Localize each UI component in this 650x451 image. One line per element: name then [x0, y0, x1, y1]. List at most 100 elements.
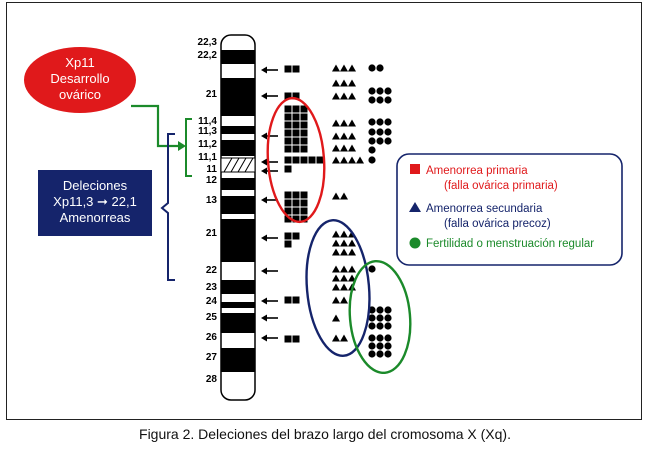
deletion-arrowhead — [261, 297, 267, 305]
circle-symbol — [384, 137, 392, 145]
legend-secondary-triangle — [409, 202, 421, 212]
circle-symbol — [384, 314, 392, 322]
deletion-arrowhead — [261, 334, 267, 342]
circle-symbol — [368, 334, 376, 342]
xp11-line2: Desarrollo — [50, 71, 109, 86]
band-labels: 22,322,22111,411,311,211,111121321222324… — [198, 37, 218, 385]
triangle-symbol — [348, 265, 356, 273]
legend-fertility-circle — [409, 237, 421, 249]
circle-symbol — [376, 322, 384, 330]
triangle-symbol — [332, 314, 340, 322]
square-symbol — [284, 121, 292, 129]
band-25 — [221, 313, 255, 333]
square-symbol — [284, 145, 292, 153]
circle-symbol — [368, 265, 376, 273]
band-label: 22,3 — [198, 37, 218, 48]
square-symbol — [316, 156, 324, 164]
figure-frame — [6, 2, 642, 420]
band-label: 11 — [206, 164, 217, 175]
band-21-p — [221, 78, 255, 116]
circle-symbol — [368, 118, 376, 126]
square-symbol — [284, 215, 292, 223]
band-label: 13 — [206, 195, 218, 206]
legend: Amenorrea primaria (falla ovárica primar… — [396, 153, 623, 266]
circle-symbol — [384, 87, 392, 95]
triangle-symbol — [348, 132, 356, 140]
square-symbol — [300, 207, 308, 215]
triangle-symbol — [340, 64, 348, 72]
square-symbol — [284, 191, 292, 199]
circle-symbol — [384, 128, 392, 136]
square-symbol — [292, 335, 300, 343]
circle-symbol — [384, 96, 392, 104]
navy-brace — [160, 133, 175, 281]
band-12 — [221, 178, 255, 190]
circle-symbol — [368, 146, 376, 154]
deletions-line3: Amenorreas — [60, 210, 131, 225]
square-symbol — [292, 121, 300, 129]
square-symbol — [284, 113, 292, 121]
triangle-symbol — [340, 132, 348, 140]
square-symbol — [300, 121, 308, 129]
circle-symbol — [368, 342, 376, 350]
circle-symbol — [368, 87, 376, 95]
band-label: 24 — [206, 296, 218, 307]
deletion-arrowhead — [261, 167, 267, 175]
square-symbol — [292, 145, 300, 153]
square-symbol — [284, 296, 292, 304]
circle-symbol — [368, 350, 376, 358]
circle-symbol — [376, 350, 384, 358]
square-symbol — [300, 145, 308, 153]
square-symbol — [284, 92, 292, 100]
band-label: 11,4 — [198, 116, 217, 127]
navy-ellipse — [305, 219, 371, 357]
circle-symbol — [376, 96, 384, 104]
circle-symbol — [368, 128, 376, 136]
triangle-symbol — [332, 192, 340, 200]
centromere-hatch — [223, 157, 254, 173]
triangle-symbol — [340, 334, 348, 342]
band-label: 27 — [206, 352, 218, 363]
circle-symbol — [376, 128, 384, 136]
triangle-symbol — [332, 283, 340, 291]
green-arrowhead — [178, 141, 186, 151]
triangle-symbol — [340, 296, 348, 304]
circle-symbol — [384, 342, 392, 350]
square-symbol — [300, 199, 308, 207]
square-symbol — [284, 137, 292, 145]
deletion-arrowhead — [261, 267, 267, 275]
triangle-symbol — [340, 92, 348, 100]
xp11-ellipse — [24, 47, 136, 113]
band-label: 11,2 — [198, 139, 217, 150]
band-24 — [221, 302, 255, 308]
triangle-symbol — [332, 79, 340, 87]
circle-symbol — [376, 64, 384, 72]
band-11-2 — [221, 140, 255, 156]
triangle-symbol — [348, 119, 356, 127]
triangle-symbol — [340, 283, 348, 291]
triangle-symbol — [332, 239, 340, 247]
square-symbol — [284, 65, 292, 73]
deletions-box — [38, 170, 152, 236]
red-ellipse — [266, 96, 326, 224]
square-symbol — [292, 199, 300, 207]
triangle-symbol — [332, 334, 340, 342]
triangle-symbol — [340, 239, 348, 247]
triangle-symbol — [348, 64, 356, 72]
square-symbol — [284, 240, 292, 248]
circle-symbol — [368, 96, 376, 104]
band-11-4 — [221, 126, 255, 134]
square-symbol — [284, 165, 292, 173]
triangle-symbol — [340, 248, 348, 256]
band-label: 28 — [206, 374, 218, 385]
circle-symbol — [376, 314, 384, 322]
triangle-symbol — [340, 265, 348, 273]
triangle-symbol — [332, 156, 340, 164]
triangle-symbol — [348, 156, 356, 164]
figure-caption: Figura 2. Deleciones del brazo largo del… — [139, 426, 511, 442]
circle-symbol — [384, 334, 392, 342]
deletion-arrowhead — [261, 234, 267, 242]
triangle-symbol — [348, 79, 356, 87]
triangle-symbol — [332, 274, 340, 282]
green-bracket — [185, 118, 192, 177]
